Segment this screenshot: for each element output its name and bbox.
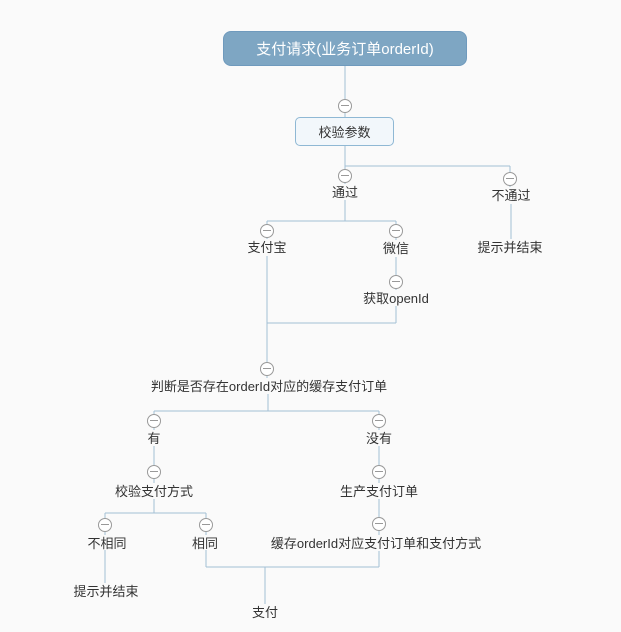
collapse-icon[interactable] (372, 414, 386, 428)
collapse-icon[interactable] (98, 518, 112, 532)
node-check-params[interactable]: 校验参数 (295, 117, 394, 146)
collapse-icon[interactable] (372, 517, 386, 531)
collapse-icon[interactable] (372, 465, 386, 479)
node-verify-pay-method[interactable]: 校验支付方式 (114, 484, 194, 499)
node-produce-order[interactable]: 生产支付订单 (339, 484, 419, 499)
collapse-icon[interactable] (147, 414, 161, 428)
node-none[interactable]: 没有 (365, 431, 393, 446)
node-same[interactable]: 相同 (191, 536, 219, 551)
collapse-icon[interactable] (147, 465, 161, 479)
connector-path (104, 66, 512, 604)
collapse-icon[interactable] (338, 169, 352, 183)
node-not-same-end[interactable]: 提示并结束 (73, 584, 139, 599)
collapse-icon[interactable] (199, 518, 213, 532)
collapse-icon[interactable] (260, 224, 274, 238)
collapse-icon[interactable] (389, 275, 403, 289)
node-alipay[interactable]: 支付宝 (247, 240, 287, 255)
collapse-icon[interactable] (503, 172, 517, 186)
node-not-same[interactable]: 不相同 (87, 536, 127, 551)
node-pass[interactable]: 通过 (331, 185, 359, 200)
node-payment-request[interactable]: 支付请求(业务订单orderId) (223, 31, 467, 66)
node-has[interactable]: 有 (147, 431, 161, 446)
node-get-openid[interactable]: 获取openId (363, 291, 429, 306)
node-cache-order[interactable]: 缓存orderId对应支付订单和支付方式 (270, 536, 482, 551)
collapse-icon[interactable] (389, 224, 403, 238)
node-wechat[interactable]: 微信 (382, 241, 410, 256)
node-fail[interactable]: 不通过 (491, 188, 531, 203)
collapse-icon[interactable] (338, 99, 352, 113)
node-fail-end[interactable]: 提示并结束 (477, 240, 543, 255)
node-pay[interactable]: 支付 (251, 605, 279, 620)
node-judge-cache[interactable]: 判断是否存在orderId对应的缓存支付订单 (150, 379, 388, 394)
collapse-icon[interactable] (260, 362, 274, 376)
